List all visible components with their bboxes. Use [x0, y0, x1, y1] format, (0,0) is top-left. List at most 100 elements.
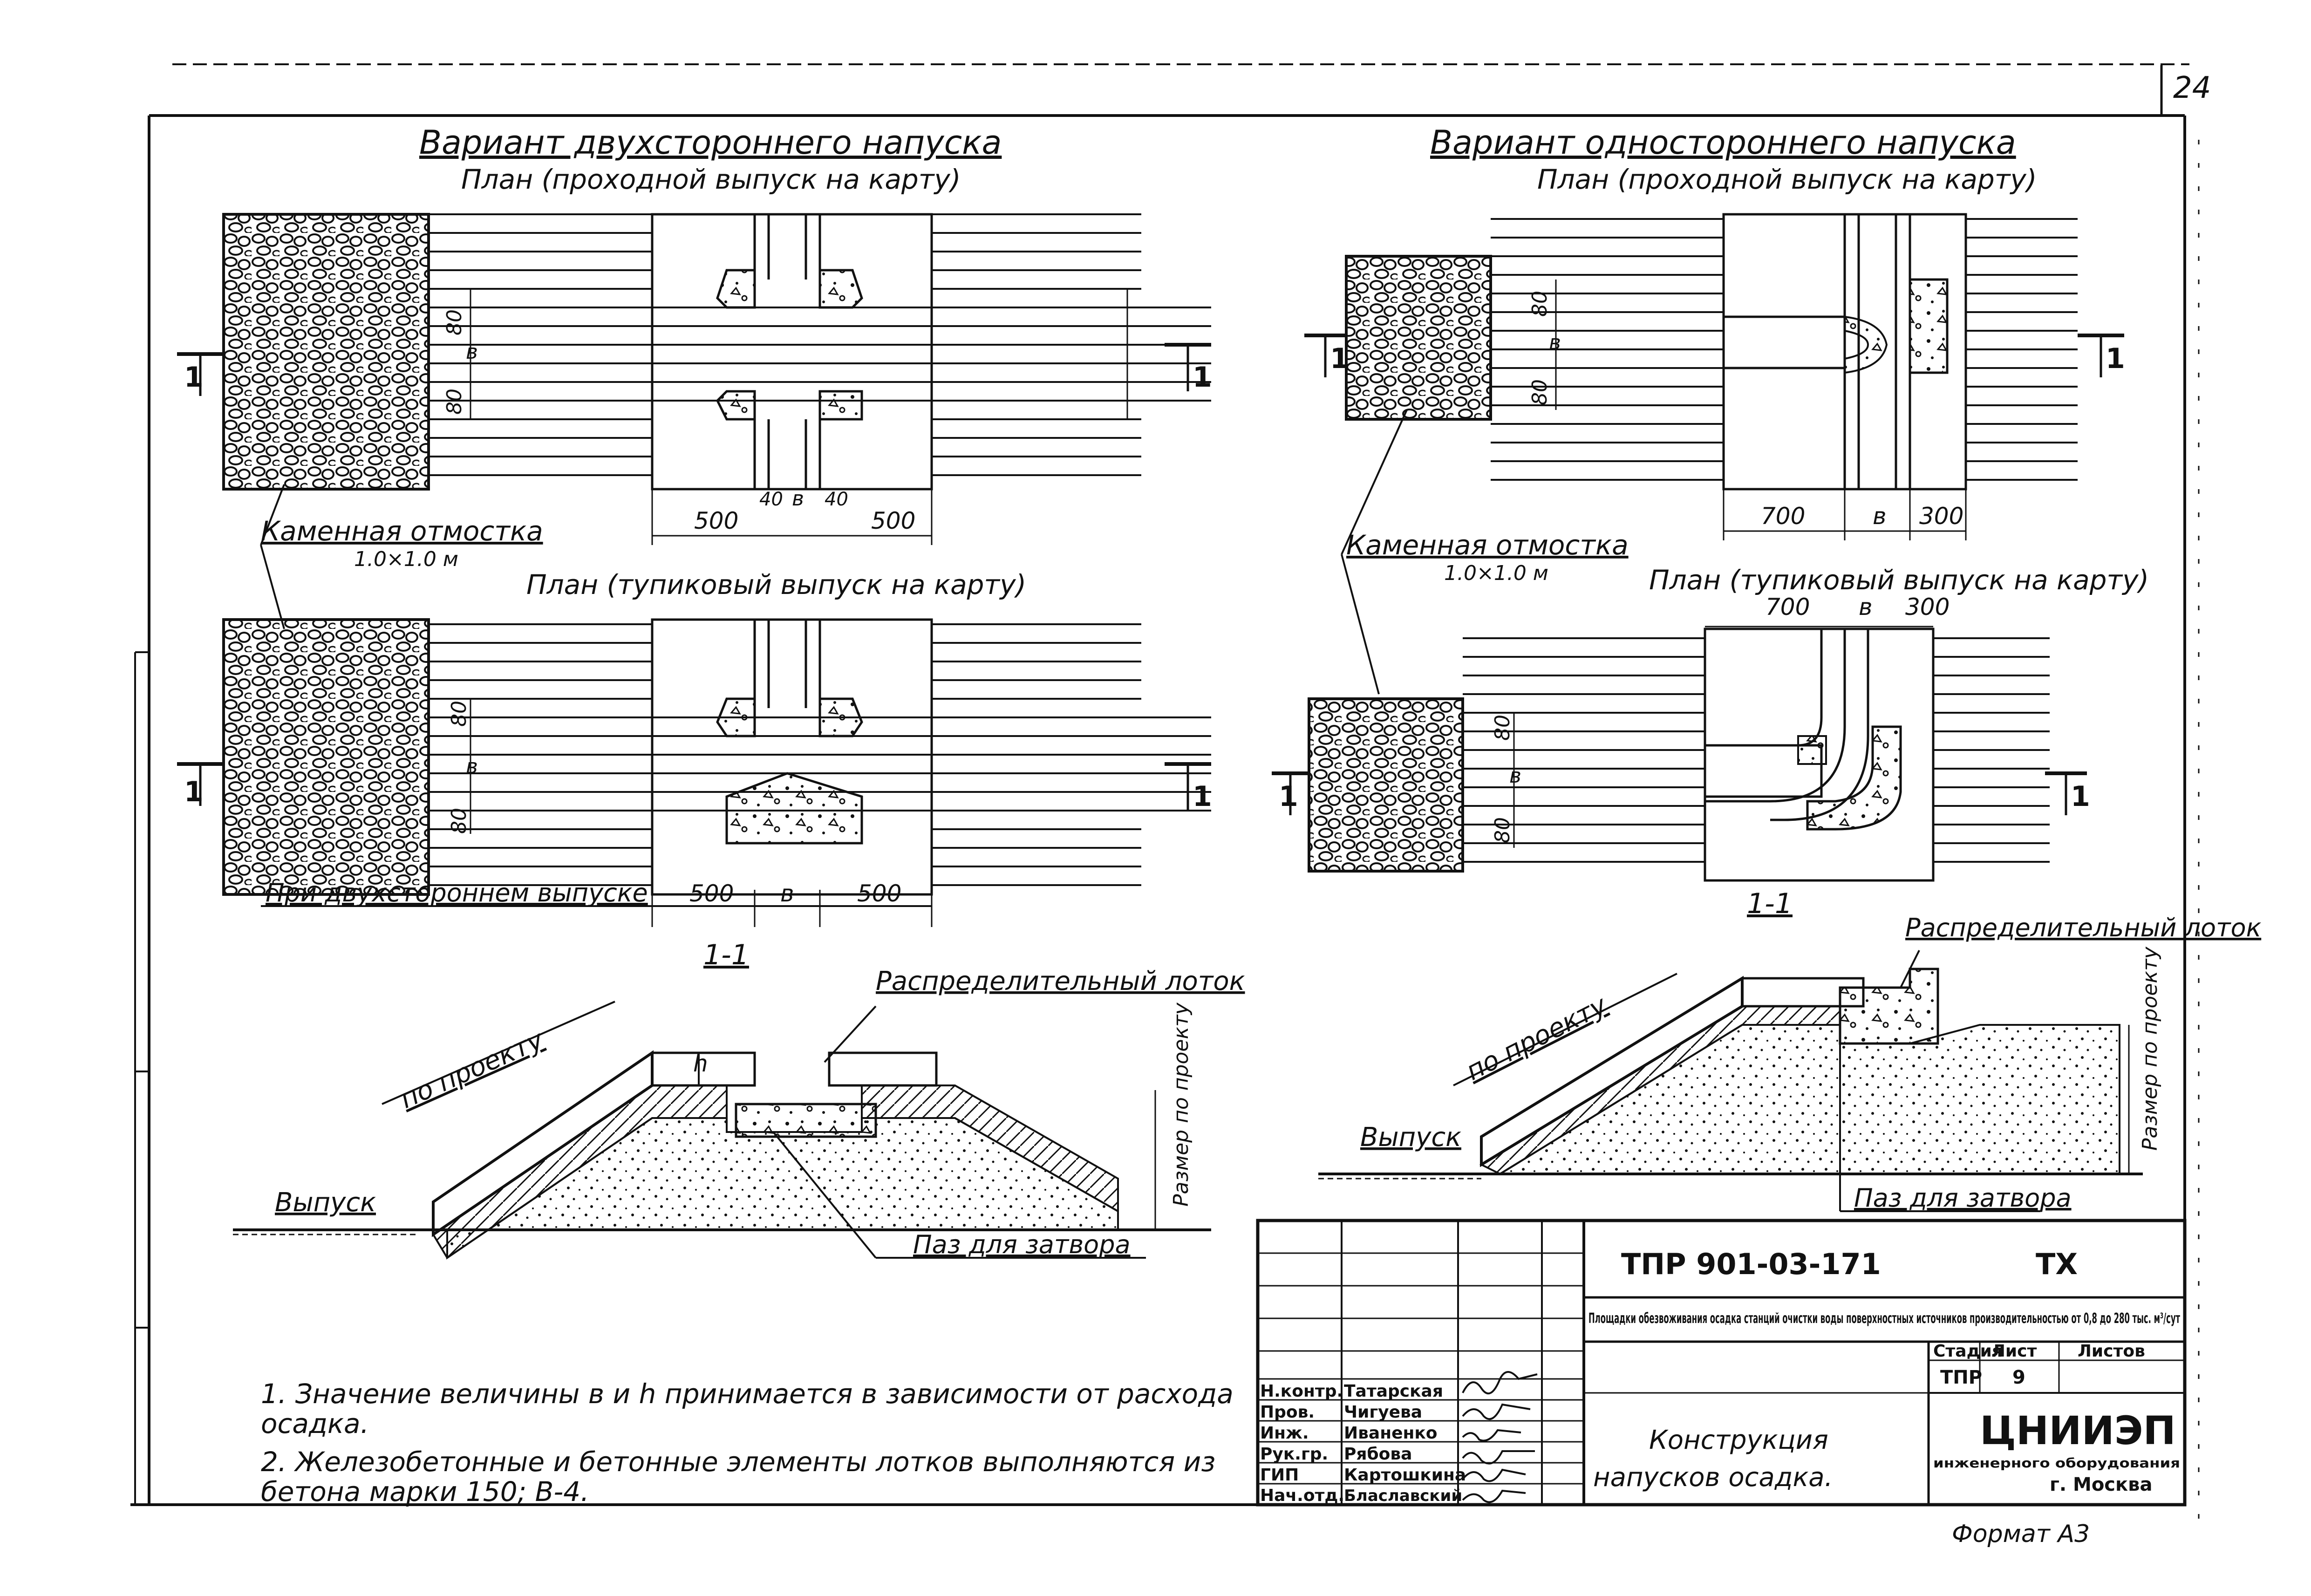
right-dim-300a: 300	[1919, 503, 1963, 530]
right-stone-label: Каменная отмостка	[1346, 529, 1629, 561]
left-h: h	[693, 1050, 708, 1077]
right-dim-b1: в	[1549, 331, 1561, 355]
left-dim-500c: 500	[689, 880, 734, 907]
format-label: Формат А3	[1952, 1520, 2090, 1548]
left-plan-through	[177, 213, 1211, 545]
left-dim-80b: 80	[443, 389, 466, 415]
note-1: 1. Значение величины в и h принимается в…	[261, 1378, 1234, 1439]
left-dim-500d: 500	[857, 880, 901, 907]
right-plan2-title: План (тупиковый выпуск на карту)	[1649, 564, 2149, 596]
left-mark-1b: 1	[1193, 361, 1212, 394]
tb-name-1: Чигуева	[1344, 1403, 1422, 1422]
right-stone-size: 1.0×1.0 м	[1444, 561, 1548, 585]
tb-name-2: Иваненко	[1344, 1424, 1438, 1443]
signatures	[1462, 1371, 1538, 1503]
right-dim-700a: 700	[1761, 503, 1805, 530]
left-slot-label: Паз для затвора	[913, 1230, 1131, 1259]
right-stone-leader	[1341, 409, 1408, 555]
tb-drawing-title-2: напусков осадка.	[1593, 1462, 1833, 1493]
notes: 1. Значение величины в и h принимается в…	[261, 1379, 1267, 1515]
right-mark-1c: 1	[1279, 780, 1298, 813]
right-plan-deadend	[1272, 626, 2087, 882]
tb-description: Площадки обезвоживания осадка станций оч…	[1588, 1310, 2180, 1327]
left-dim-40b: 40	[825, 489, 848, 510]
right-slot-label: Паз для затвора	[1854, 1183, 2072, 1213]
right-dim-80a: 80	[1528, 291, 1552, 317]
right-dim-80d: 80	[1491, 817, 1514, 843]
left-stone-leader2	[260, 545, 285, 629]
left-dim-b1: в	[466, 340, 478, 364]
tb-role-4: ГИП	[1260, 1466, 1299, 1485]
tb-sheet: 9	[2012, 1367, 2025, 1388]
left-outlet: Выпуск	[275, 1187, 376, 1218]
left-tray-label: Распределительный лоток	[876, 966, 1245, 996]
left-stone-size: 1.0×1.0 м	[354, 547, 458, 571]
left-by-project: по проекту	[395, 1024, 548, 1115]
left-dim-80a: 80	[443, 309, 466, 335]
right-mark-1a: 1	[1330, 342, 1350, 375]
right-dim-b3: в	[1859, 593, 1872, 621]
tb-sheet-label: Лист	[1991, 1342, 2037, 1361]
tb-section: ТХ	[2036, 1247, 2078, 1281]
tb-org-sub: инженерного оборудования	[1933, 1455, 2180, 1471]
right-outlet: Выпуск	[1360, 1122, 1461, 1153]
title-block	[1256, 1219, 2187, 1507]
right-section-title: 1-1	[1747, 887, 1793, 920]
left-dim-40a: 40	[759, 489, 783, 510]
right-plan1-title: План (проходной выпуск на карту)	[1537, 164, 2037, 195]
tb-role-0: Н.контр.	[1260, 1382, 1343, 1401]
tb-code: ТПР 901-03-171	[1621, 1247, 1881, 1281]
right-stone-leader2	[1341, 554, 1380, 695]
right-dim-700b: 700	[1766, 593, 1810, 621]
note-2: 2. Железобетонные и бетонные элементы ло…	[261, 1446, 1216, 1507]
tb-drawing-title-1: Конструкция	[1649, 1425, 1828, 1455]
right-dim-b4: в	[1509, 764, 1521, 788]
right-dim-80b: 80	[1528, 379, 1552, 405]
tb-org-city: г. Москва	[2050, 1474, 2152, 1495]
left-mark-1a: 1	[184, 361, 204, 394]
tb-role-3: Рук.гр.	[1260, 1445, 1328, 1464]
right-dim-b2: в	[1873, 503, 1886, 530]
tb-role-1: Пров.	[1260, 1403, 1315, 1422]
right-mark-1d: 1	[2071, 780, 2090, 813]
left-plan-deadend	[177, 618, 1211, 927]
left-stone-leader	[260, 484, 285, 546]
right-heading: Вариант одностороннего напуска	[1430, 123, 2016, 162]
left-mark-1d: 1	[1193, 780, 1212, 813]
right-plan-through	[1304, 213, 2124, 540]
left-section-title: 1-1	[703, 939, 749, 971]
right-tray-label: Распределительный лоток	[1905, 913, 2262, 942]
tb-name-0: Татарская	[1344, 1382, 1443, 1401]
left-dim-500b: 500	[871, 507, 915, 534]
left-dim-b4: в	[780, 880, 794, 907]
left-mark-1c: 1	[184, 776, 204, 808]
left-dim-b2: в	[792, 487, 804, 511]
sheet-frame	[130, 63, 2200, 1528]
left-stone-label: Каменная отмостка	[261, 515, 543, 547]
tb-name-4: Картошкина	[1344, 1466, 1466, 1485]
tb-stage: ТПР	[1940, 1367, 1982, 1388]
right-dim-80c: 80	[1491, 715, 1514, 741]
left-dim-500a: 500	[694, 507, 738, 534]
right-section-1-1	[1318, 950, 2143, 1212]
left-size-by-project: Размер по проекту	[1169, 1002, 1193, 1207]
left-heading: Вариант двухстороннего напуска	[419, 123, 1002, 162]
tb-name-5: Блаславский	[1344, 1487, 1462, 1505]
left-plan2-title: План (тупиковый выпуск на карту)	[526, 569, 1026, 600]
right-size-by-project: Размер по проекту	[2138, 946, 2162, 1151]
tb-org: ЦНИИЭП	[1980, 1408, 2176, 1453]
tb-role-5: Нач.отд.	[1260, 1486, 1344, 1505]
tb-name-3: Рябова	[1344, 1445, 1412, 1464]
tb-role-2: Инж.	[1260, 1424, 1309, 1443]
tb-stage-label: Стадия	[1933, 1342, 2003, 1361]
left-double-outlet: При двухстороннем выпуске	[266, 878, 648, 907]
left-dim-80d: 80	[447, 808, 471, 834]
left-dim-80c: 80	[447, 701, 471, 727]
left-section-1-1	[233, 1001, 1211, 1260]
left-dim-b3: в	[466, 755, 478, 778]
right-dim-300b: 300	[1905, 593, 1950, 621]
sheet-number: 24	[2173, 71, 2211, 105]
tb-sheets-label: Листов	[2078, 1342, 2145, 1361]
right-mark-1b: 1	[2106, 342, 2125, 375]
